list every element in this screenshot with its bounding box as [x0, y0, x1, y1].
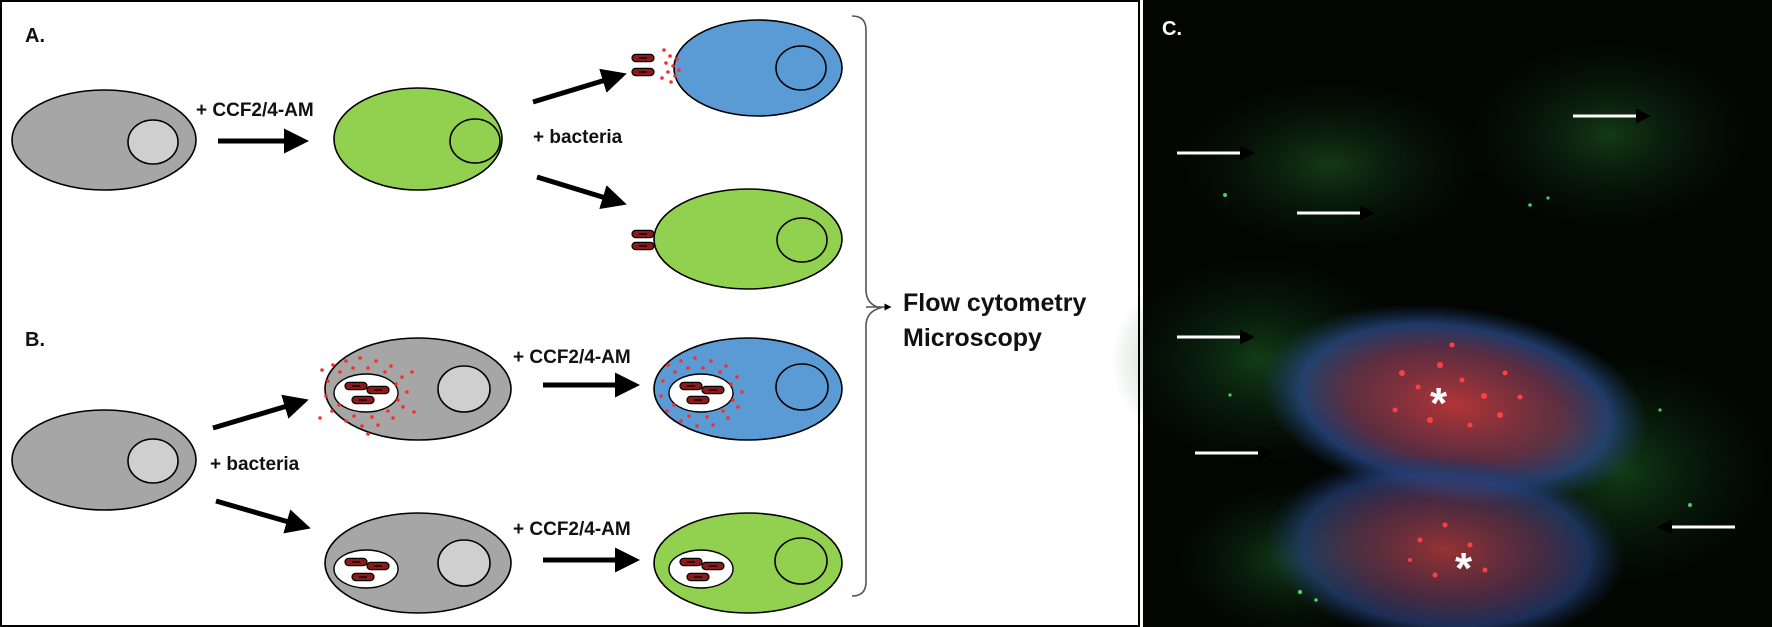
readout-microscopy: Microscopy — [903, 324, 1042, 352]
cell-uninfected-gray-b — [11, 409, 197, 511]
cell-green-uncleaved-b — [653, 512, 843, 614]
infected-cell-1 — [1261, 304, 1649, 506]
cell-nucleus — [774, 537, 828, 585]
bacterial-vacuole — [668, 549, 734, 589]
cell-nucleus — [127, 438, 179, 484]
cell-nucleus — [776, 217, 828, 263]
panel-label-c: C. — [1162, 18, 1182, 40]
cell-nucleus — [127, 119, 179, 165]
red-effector-signal — [1392, 342, 1523, 578]
cell-nucleus — [449, 118, 501, 164]
cell-pointer-arrows — [1177, 108, 1735, 535]
cell-nucleus — [775, 363, 829, 411]
panel-label-b: B. — [25, 329, 45, 351]
reagent-label-a: + CCF2/4-AM — [196, 100, 314, 121]
arrow-to-blue-a — [532, 68, 627, 105]
cell-nucleus — [437, 365, 491, 413]
bacteria-label-a: + bacteria — [533, 127, 623, 148]
green-speckles — [1223, 193, 1692, 602]
arrow-to-infected-bottom-b — [215, 498, 311, 534]
readout-flow-cytometry: Flow cytometry — [903, 289, 1086, 317]
bacteria-label-b: + bacteria — [210, 454, 300, 475]
cell-nucleus — [775, 45, 827, 91]
bacterial-vacuole — [333, 373, 399, 413]
infected-cell-marker-2: * — [1455, 544, 1473, 593]
effector-dots-b1 — [318, 356, 416, 436]
cell-green-uncleaved-a — [653, 188, 843, 290]
infected-cell-2 — [1265, 454, 1625, 627]
reagent-label-b-bottom: + CCF2/4-AM — [513, 519, 631, 540]
cell-blue-cleaved-b — [653, 337, 843, 441]
cell-blue-cleaved-a — [673, 19, 843, 117]
bacterial-vacuole — [668, 373, 734, 413]
cell-nucleus — [437, 539, 491, 587]
effector-dots-b2 — [659, 356, 744, 428]
panel-label-a: A. — [25, 25, 45, 47]
grouping-bracket — [851, 15, 883, 597]
infected-cell-marker-1: * — [1430, 379, 1448, 428]
cell-infected-gray-bottom-b — [324, 512, 512, 614]
bacterial-vacuole — [333, 549, 399, 589]
cell-loaded-green-a — [333, 87, 503, 191]
cell-infected-gray-top-b — [324, 337, 512, 441]
schematic-panel — [0, 0, 1140, 627]
arrow-to-infected-top-b — [212, 394, 309, 431]
reagent-label-b-top: + CCF2/4-AM — [513, 347, 631, 368]
micrograph-panel: C. * * — [1110, 0, 1772, 627]
effector-dots-a — [660, 48, 681, 84]
cell-uninfected-gray-a — [11, 89, 197, 191]
arrow-to-green-a — [536, 174, 627, 210]
